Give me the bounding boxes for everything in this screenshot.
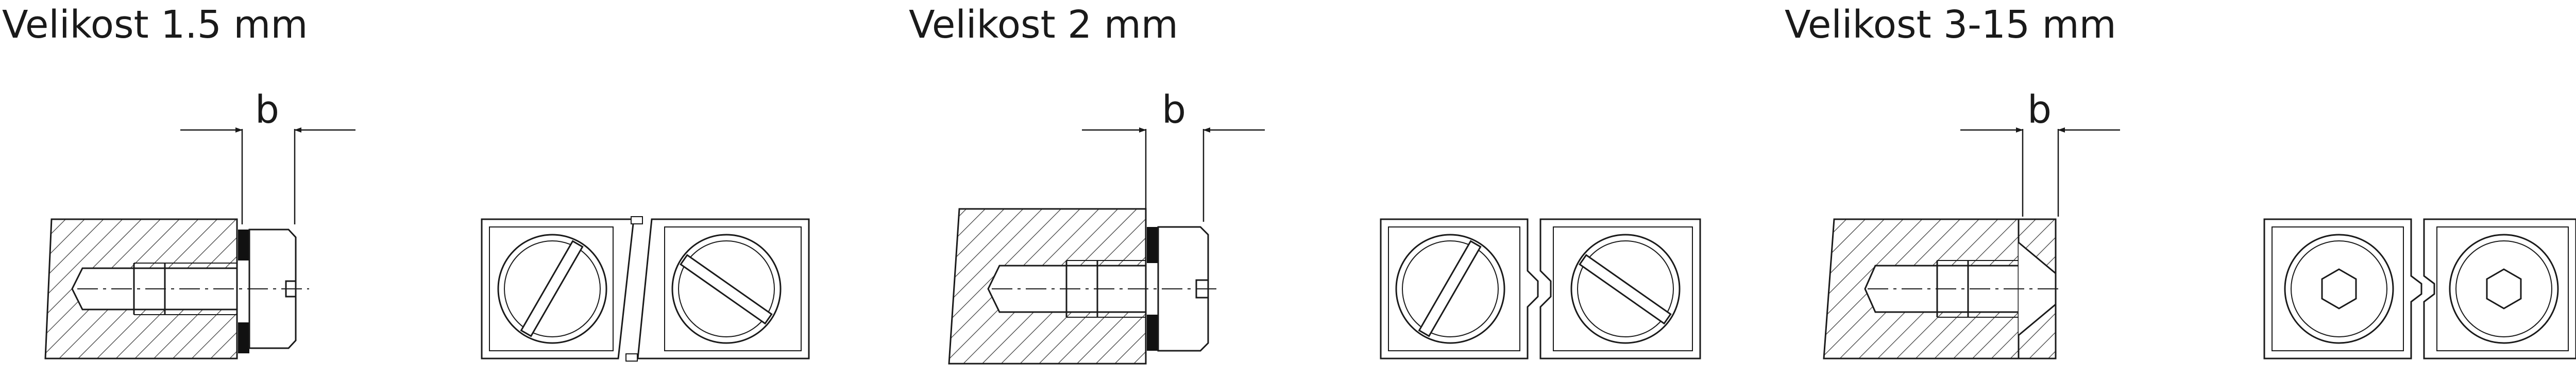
section-view-2mm: b: [948, 88, 1265, 365]
size-title-3-15mm: Velikost 3-15 mm: [1785, 3, 2116, 47]
dimension-b-label: b: [255, 88, 279, 132]
seal-ring: [1147, 315, 1158, 351]
top-view-1-5mm: [481, 216, 810, 362]
seal-ring: [1147, 227, 1158, 263]
section-view-3-15mm: b: [1823, 88, 2120, 360]
screw-head: [1157, 226, 1209, 352]
dimension-b-label: b: [1162, 88, 1186, 132]
dimension-b-label: b: [2027, 88, 2052, 132]
seal-ring: [238, 322, 249, 353]
size-title-2mm: Velikost 2 mm: [909, 3, 1178, 47]
top-view-3-15mm: [2263, 218, 2576, 360]
top-view-2mm: [1380, 218, 1701, 360]
seal-ring: [238, 230, 249, 260]
screw-head: [248, 229, 297, 349]
section-view-1-5mm: b: [44, 88, 355, 360]
size-title-1-5mm: Velikost 1.5 mm: [2, 3, 308, 47]
